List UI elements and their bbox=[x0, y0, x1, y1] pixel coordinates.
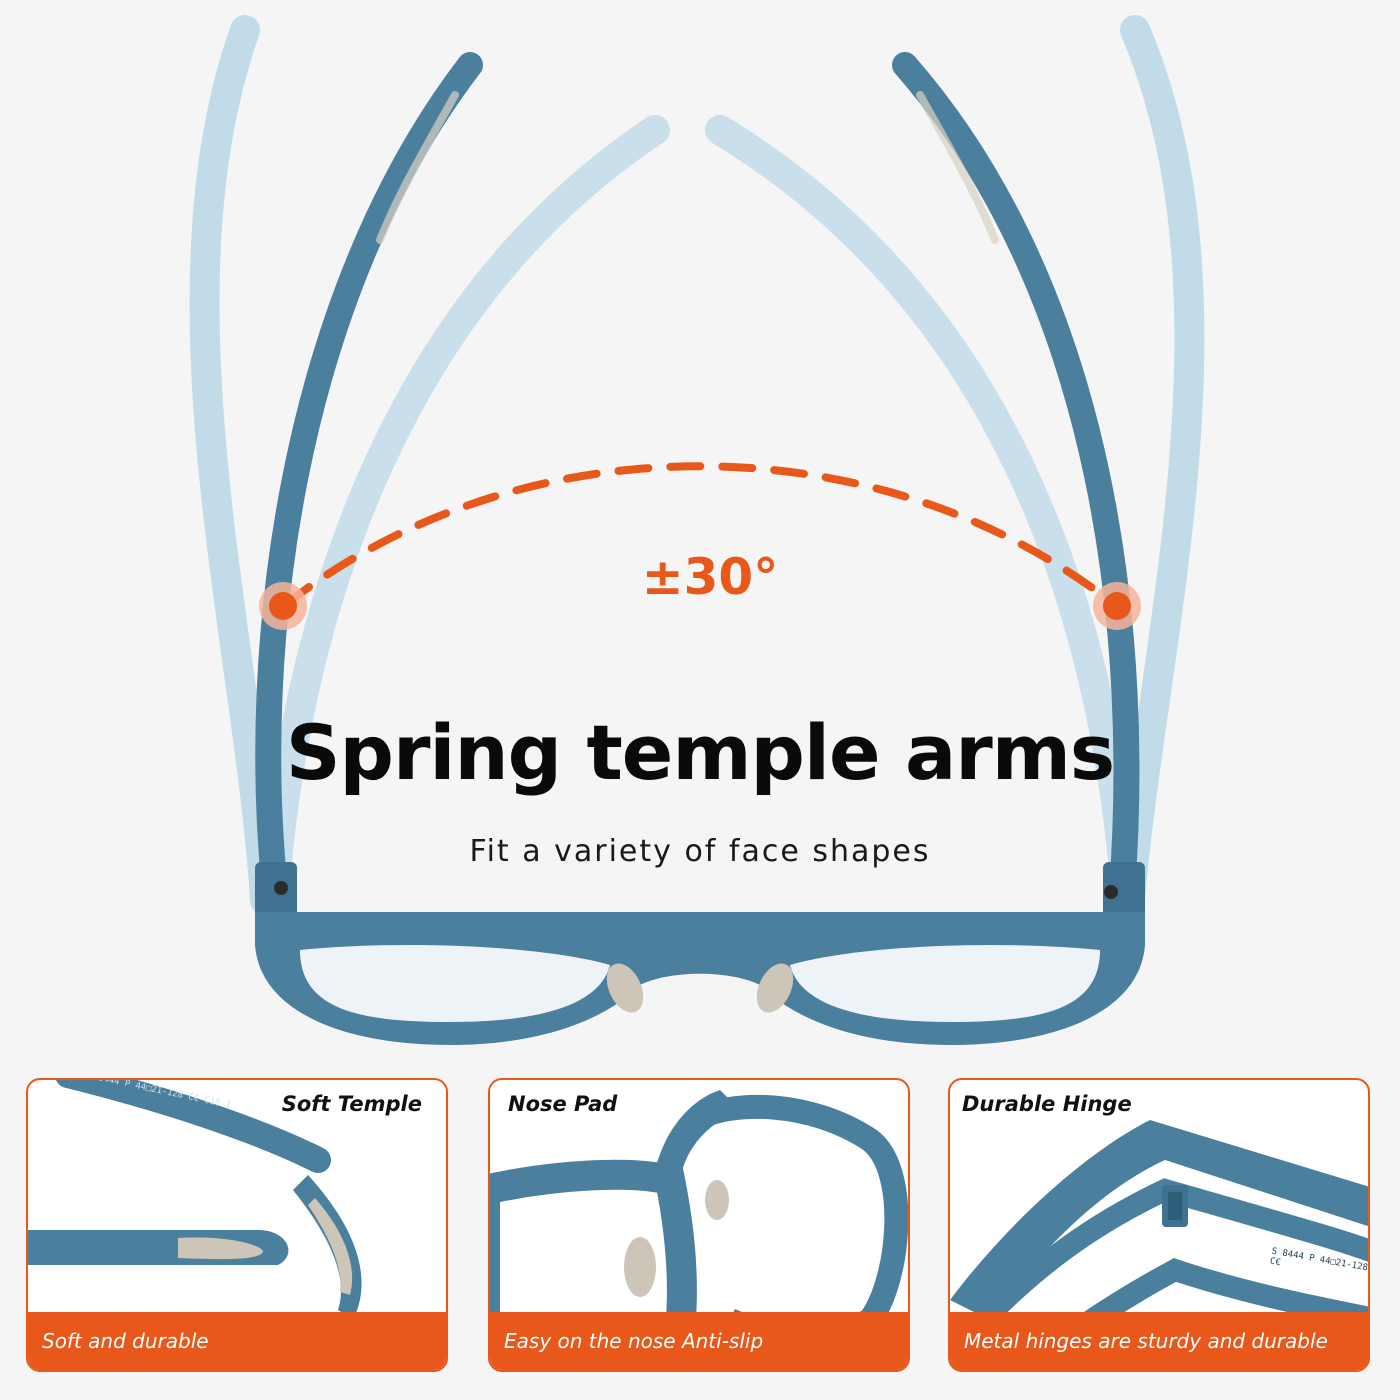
panel-caption-soft-temple: Soft and durable bbox=[42, 1329, 209, 1353]
panel-soft-temple: S 8444 P 44□21-128 C€ C10-1 Soft Temple … bbox=[26, 1078, 448, 1372]
panel-caption-bar: Metal hinges are sturdy and durable bbox=[950, 1312, 1368, 1370]
right-main-temple bbox=[892, 52, 1140, 903]
left-outer-ghost-temple bbox=[189, 15, 280, 915]
panel-durable-hinge: S 8444 P 44□21-128 C€ Durable Hinge Meta… bbox=[948, 1078, 1370, 1372]
panel-caption-nose-pad: Easy on the nose Anti-slip bbox=[504, 1329, 764, 1353]
panel-caption-bar: Soft and durable bbox=[28, 1312, 446, 1370]
panel-title-soft-temple: Soft Temple bbox=[281, 1092, 422, 1116]
rotation-arc bbox=[281, 462, 1119, 609]
right-temple-tip-pad bbox=[916, 91, 999, 244]
angle-label: ±30° bbox=[641, 548, 779, 606]
left-temple-tip-pad bbox=[376, 91, 459, 244]
panel-title-nose-pad: Nose Pad bbox=[508, 1092, 618, 1116]
right-lens bbox=[790, 945, 1100, 1022]
soft-temple-photo bbox=[28, 1080, 362, 1320]
durable-hinge-photo bbox=[950, 1120, 1368, 1370]
right-hinge bbox=[1103, 862, 1145, 922]
left-main-temple bbox=[255, 52, 483, 903]
hero-subtitle: Fit a variety of face shapes bbox=[469, 834, 931, 869]
panel-nose-pad: Nose Pad Easy on the nose Anti-slip bbox=[488, 1078, 910, 1372]
glasses-illustration bbox=[189, 15, 1205, 1045]
left-inner-ghost-temple bbox=[260, 115, 670, 895]
left-lens bbox=[300, 945, 610, 1022]
nose-pad-close-left bbox=[624, 1237, 656, 1297]
right-outer-ghost-temple bbox=[1115, 15, 1205, 915]
panel-title-durable-hinge: Durable Hinge bbox=[962, 1092, 1132, 1116]
nose-pad-close-right bbox=[705, 1180, 729, 1220]
panel-caption-bar: Easy on the nose Anti-slip bbox=[490, 1312, 908, 1370]
right-inner-ghost-temple bbox=[705, 115, 1140, 895]
left-nose-pad bbox=[606, 963, 644, 1013]
hero-title: Spring temple arms bbox=[285, 708, 1115, 797]
panel-caption-durable-hinge: Metal hinges are sturdy and durable bbox=[964, 1329, 1328, 1353]
right-nose-pad bbox=[756, 963, 794, 1013]
